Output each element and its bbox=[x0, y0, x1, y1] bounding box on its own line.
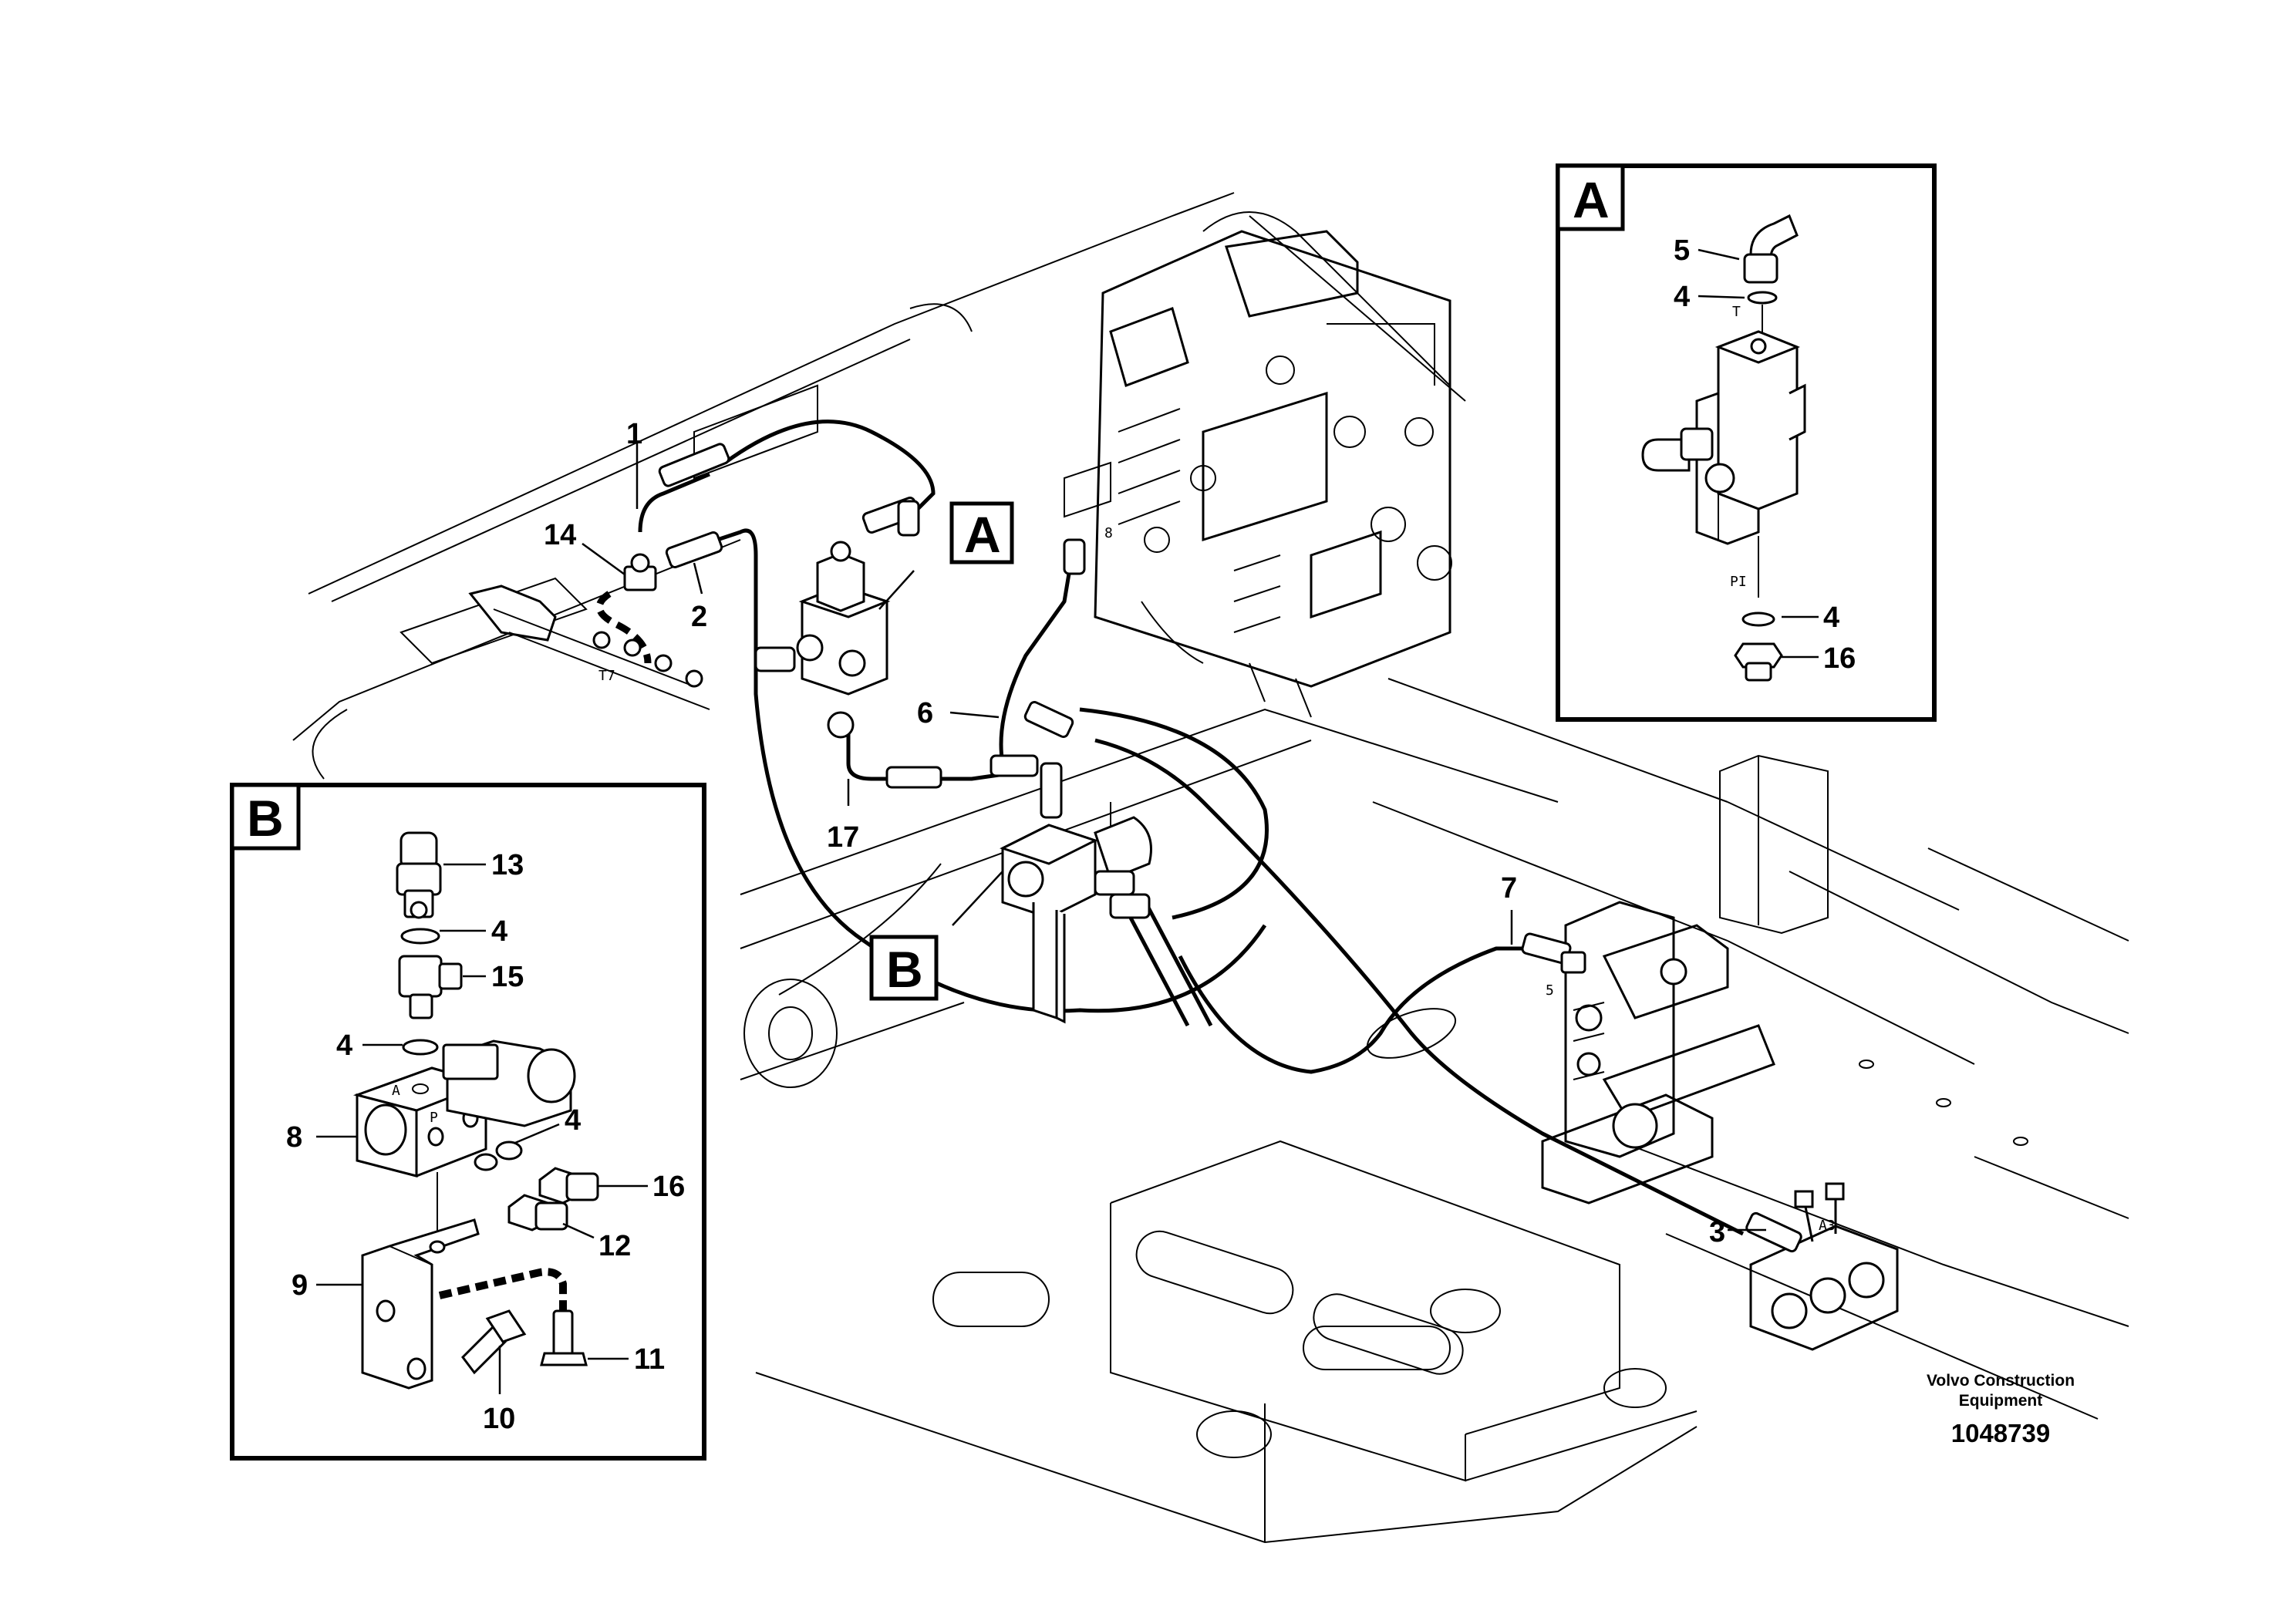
detail-a-callout-4-bottom: 4 bbox=[1823, 601, 1839, 634]
detail-a-callout-16: 16 bbox=[1823, 642, 1856, 675]
port-label-b-p: P bbox=[430, 1110, 438, 1126]
detail-b-callout-9: 9 bbox=[292, 1269, 308, 1302]
detail-b-callout-10: 10 bbox=[483, 1403, 515, 1435]
leader-lines bbox=[582, 443, 1766, 1231]
callout-1: 1 bbox=[626, 418, 642, 450]
callout-14: 14 bbox=[544, 519, 576, 551]
port-label-a3: A3 bbox=[1819, 1218, 1836, 1234]
detail-b-callout-11: 11 bbox=[634, 1343, 665, 1376]
detail-b-letter: B bbox=[247, 790, 284, 847]
right-valve-stack bbox=[1541, 901, 1775, 1205]
callout-2: 2 bbox=[691, 601, 707, 633]
port-label-a-t: T bbox=[1732, 304, 1741, 320]
detail-b-callout-4-a: 4 bbox=[491, 915, 507, 948]
credit-line-1: Volvo Construction bbox=[1927, 1372, 2075, 1390]
port-label-5: 5 bbox=[1546, 982, 1554, 999]
flag-b: B bbox=[869, 935, 939, 1001]
detail-b-callout-13: 13 bbox=[491, 849, 524, 881]
port-label-b-a: A bbox=[392, 1083, 400, 1099]
main-control-valve bbox=[1064, 230, 1452, 718]
main-callouts: 1 14 2 6 17 7 3 T7 A3 5 8 bbox=[544, 418, 1836, 1248]
callout-17: 17 bbox=[827, 821, 859, 854]
detail-box-b: B A P T bbox=[230, 783, 706, 1461]
credit-block: Volvo Construction Equipment 1048739 bbox=[1927, 1372, 2075, 1447]
flag-a: A bbox=[949, 501, 1014, 564]
document-number: 1048739 bbox=[1951, 1419, 2050, 1447]
callout-6: 6 bbox=[917, 697, 933, 729]
detail-b-callout-12: 12 bbox=[598, 1230, 631, 1262]
detail-b-callout-4-b: 4 bbox=[336, 1029, 352, 1062]
detail-box-a: A T PI 5 4 4 16 bbox=[1556, 163, 1937, 722]
a3-manifold bbox=[1749, 1182, 1899, 1351]
port-label-8: 8 bbox=[1104, 525, 1113, 541]
detail-b-callout-4-c: 4 bbox=[565, 1104, 581, 1137]
svg-text:A: A bbox=[964, 506, 1001, 563]
main-fittings bbox=[468, 443, 1802, 1253]
callout-7: 7 bbox=[1501, 872, 1517, 905]
port-label-a-pi: PI bbox=[1730, 574, 1747, 590]
callout-3: 3 bbox=[1709, 1216, 1725, 1248]
detail-b-callout-15: 15 bbox=[491, 961, 524, 993]
detail-a-letter: A bbox=[1573, 171, 1610, 228]
detail-a-callout-4-top: 4 bbox=[1674, 281, 1690, 313]
svg-text:B: B bbox=[886, 941, 923, 998]
detail-b-callout-16: 16 bbox=[652, 1171, 685, 1203]
detail-a-callout-5: 5 bbox=[1674, 234, 1690, 267]
detail-b-callout-8: 8 bbox=[286, 1121, 302, 1154]
credit-line-2: Equipment bbox=[1959, 1392, 2043, 1410]
port-label-t7: T7 bbox=[598, 668, 615, 684]
